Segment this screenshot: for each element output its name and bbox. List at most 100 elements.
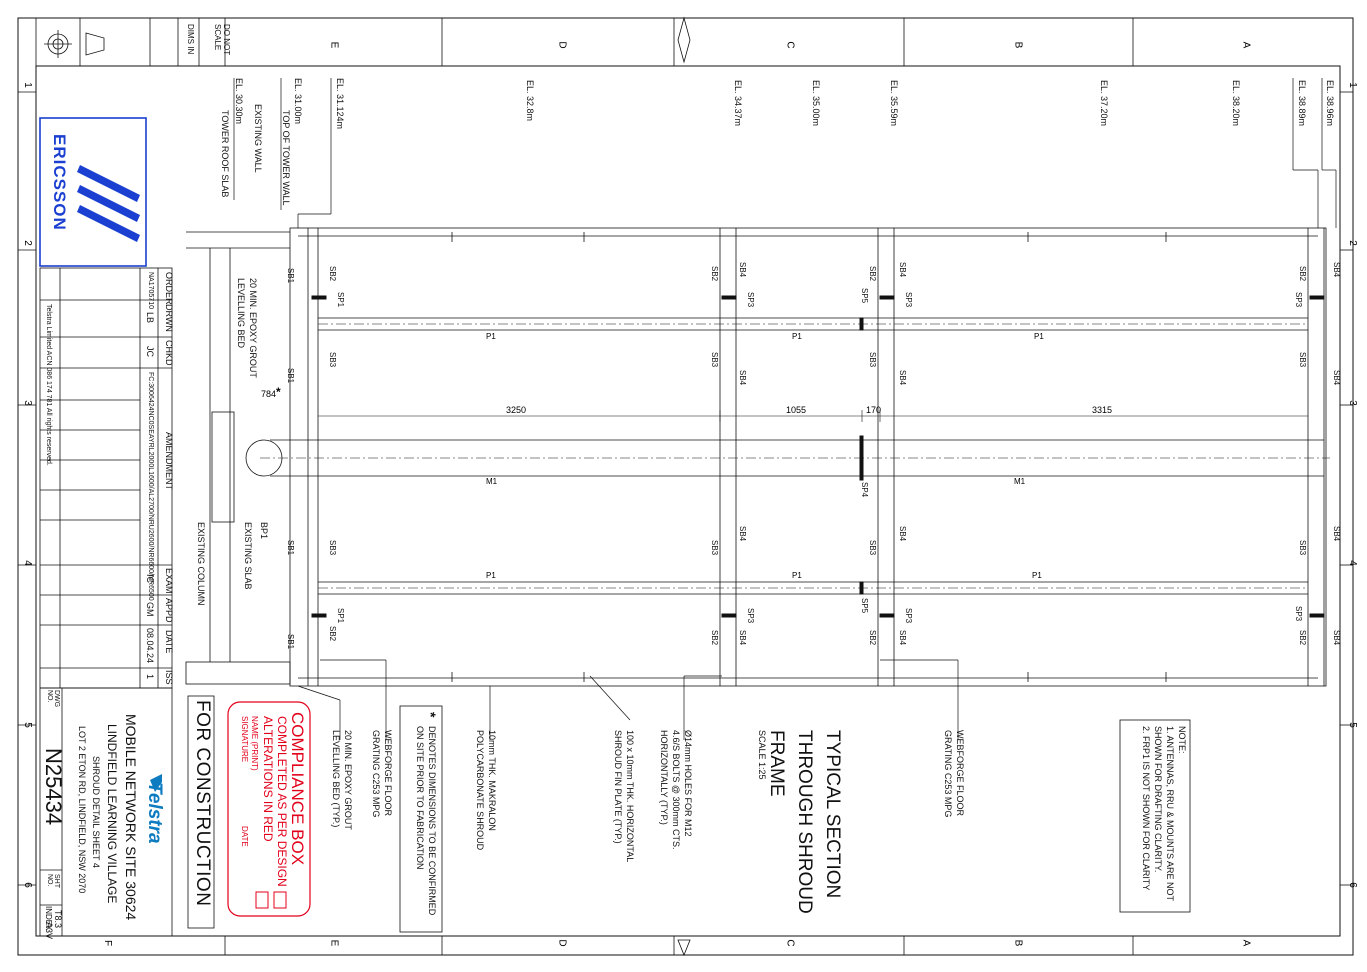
elevation-note-existing-wall: EXISTING WALL	[253, 104, 263, 173]
elevation-31-124: EL. 31.124m	[335, 78, 345, 130]
elevation-38-89: EL. 38.89m	[1297, 80, 1307, 127]
label-sp3: SP3	[746, 608, 755, 624]
label-sp3: SP3	[1294, 292, 1303, 308]
label-sb3: SB3	[328, 352, 337, 368]
section-scale: SCALE 1:25	[757, 730, 767, 780]
dims-in-label: DIMS IN	[186, 24, 195, 55]
label-sp3: SP3	[746, 292, 755, 308]
dwg-no-label: DWG NO.	[46, 690, 60, 708]
label-sp5: SP5	[860, 288, 869, 304]
label-sb2: SB2	[1298, 266, 1307, 282]
callout-fin-1: 100 x 10mm THK. HORIZONTAL	[625, 730, 635, 863]
col-letter-bottom-a: A	[1240, 939, 1252, 947]
label-sb4: SB4	[738, 262, 747, 278]
row-number-right-6: 6	[1346, 882, 1358, 888]
elevation-30-30: EL. 30.30m	[234, 78, 244, 125]
label-sp3: SP3	[904, 292, 913, 308]
label-sb1: SB1	[286, 368, 295, 384]
amend-header-drwn: DRWN	[164, 304, 174, 332]
section-title-1: TYPICAL SECTION	[822, 730, 843, 899]
row-number-2: 2	[21, 240, 33, 246]
label-sb2: SB2	[328, 266, 337, 282]
label-sp5: SP5	[860, 598, 869, 614]
label-sb4: SB4	[1332, 630, 1341, 646]
section-title-2: THROUGH SHROUD	[794, 730, 815, 914]
label-sb3: SB3	[1298, 352, 1307, 368]
label-sb2: SB2	[710, 630, 719, 646]
label-p1: P1	[1034, 332, 1044, 341]
label-sp1: SP1	[336, 292, 345, 308]
label-sb4: SB4	[1332, 262, 1341, 278]
elevation-35-00: EL. 35.00m	[811, 80, 821, 127]
elevation-31-00: EL. 31.00m	[293, 78, 303, 125]
amend-header-appd: APPD	[164, 598, 174, 623]
amend-header-iss: ISS	[164, 670, 174, 685]
label-p1: P1	[1032, 571, 1042, 580]
dimension-784: 784	[261, 389, 277, 399]
dwg-number: N25434	[41, 748, 66, 826]
col-letter-top-e: E	[328, 41, 340, 49]
amend-iss: 1	[145, 674, 155, 680]
amend-header-chkd: CHKD	[164, 340, 174, 366]
ericsson-logo: ERICSSON	[50, 134, 69, 231]
note-existing-slab: EXISTING SLAB	[243, 522, 253, 590]
amend-header-exam: EXAM	[164, 568, 174, 594]
row-number-right-1: 1	[1346, 82, 1358, 88]
callout-webforge-1: WEBFORGE FLOOR	[383, 730, 393, 817]
elevation-35-59: EL. 35.59m	[889, 80, 899, 127]
col-letter-bottom-c: C	[784, 939, 796, 947]
label-sb4: SB4	[738, 526, 747, 542]
label-sb3: SB3	[710, 352, 719, 368]
dimension-3315: 3315	[1092, 405, 1113, 415]
row-number-5: 5	[21, 722, 33, 728]
amend-appd: GM	[145, 602, 155, 617]
label-sb4: SB4	[1332, 526, 1341, 542]
col-letter-bottom-f: F	[102, 939, 114, 947]
index-label: INDEX	[44, 906, 53, 931]
note-grout-bed: 20 MIN. EPOXY GROUT	[248, 278, 258, 378]
label-sb3: SB3	[868, 540, 877, 556]
elevation-38-20: EL. 38.20m	[1231, 80, 1241, 127]
callout-webforge-r2: GRATING C253 MPG	[943, 730, 953, 818]
title-line-4: LOT 2 ETON RD, LINDFIELD, NSW 2070	[77, 726, 87, 894]
row-number-4: 4	[21, 560, 33, 566]
amend-chkd: JC	[145, 346, 155, 357]
label-sb3: SB3	[868, 352, 877, 368]
amend-header-amendment: AMENDMENT	[164, 432, 174, 490]
row-number-1: 1	[21, 82, 33, 88]
callout-grout-1: 20 MIN. EPOXY GROUT	[343, 730, 353, 830]
notes-title: NOTE:	[1177, 726, 1187, 754]
amend-description: FC:3006424NC0SEAYRL2000L1600/AL2700/NRU2…	[147, 372, 154, 601]
compliance-line-2: ALTERATIONS IN RED	[261, 716, 275, 842]
note-1b: SHOWN FOR DRAFTING CLARITY.	[1153, 726, 1163, 873]
label-m1: M1	[1014, 477, 1026, 486]
compliance-date: DATE	[240, 826, 249, 847]
compliance-line-1: COMPLETED AS PER DESIGN	[275, 716, 289, 887]
elevation-38-96: EL. 38.96m	[1325, 80, 1335, 127]
dimension-1055: 1055	[786, 405, 807, 415]
star-marker: *	[276, 385, 281, 399]
label-sb2: SB2	[1298, 630, 1307, 646]
label-sp3: SP3	[1294, 606, 1303, 622]
amend-exam: IC	[145, 574, 155, 583]
label-sb4: SB4	[1332, 370, 1341, 386]
col-letter-bottom-b: B	[1012, 939, 1024, 947]
label-p1: P1	[792, 571, 802, 580]
elevation-note-top-wall: TOP OF TOWER WALL	[281, 110, 291, 206]
star-note-1: DENOTES DIMENSIONS TO BE CONFIRMED	[427, 726, 437, 916]
label-sb2: SB2	[328, 626, 337, 642]
callout-makralon-2: POLYCARBONATE SHROUD	[475, 730, 485, 851]
label-sb4: SB4	[898, 630, 907, 646]
note-1a: 1. ANTENNAS, RRU & MOUNTS ARE NOT	[1165, 726, 1175, 902]
star-note-2: ON SITE PRIOR TO FABRICATION	[415, 726, 425, 870]
note-2: 2. FRP1 IS NOT SHOWN FOR CLARITY	[1141, 726, 1151, 891]
callout-holes-1: Ø14mm HOLES FOR M12	[683, 730, 693, 837]
label-sp1: SP1	[336, 608, 345, 624]
label-sb4: SB4	[738, 370, 747, 386]
col-letter-bottom-e: E	[328, 939, 340, 947]
row-number-right-5: 5	[1346, 722, 1358, 728]
sht-no-label: SHT NO.	[46, 874, 60, 888]
label-sb4: SB4	[898, 262, 907, 278]
do-not-scale-label: DO NOT SCALE	[213, 24, 231, 55]
